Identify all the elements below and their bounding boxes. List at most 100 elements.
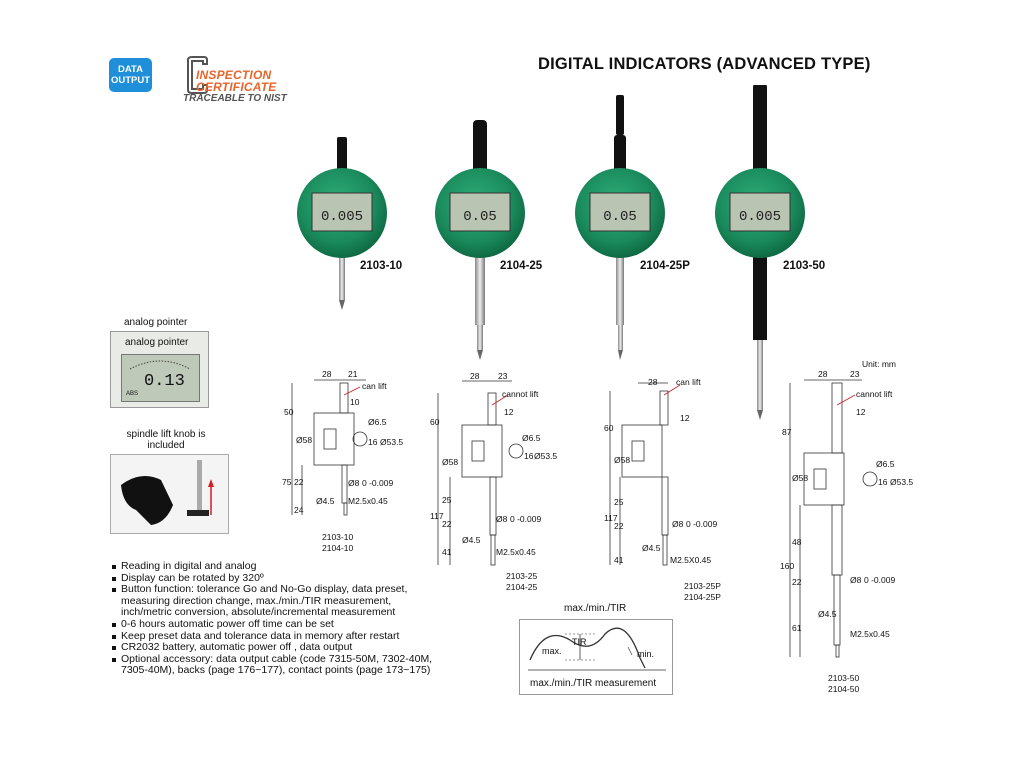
d4-n61: 61: [792, 623, 802, 633]
feature-item-cont: 7305-40M), backs (page 176~177), contact…: [121, 664, 431, 677]
d1-label1: 2103-10: [322, 532, 353, 542]
analog-inset: analog pointer 0.13 ABS: [110, 331, 209, 408]
d3-n60: 60: [604, 423, 614, 433]
d3-top1: 28: [648, 377, 658, 387]
d3-tol: 0 -0.009: [686, 519, 717, 529]
spindle-knob-icon: [121, 460, 214, 525]
tir-title: max./min./TIR: [564, 603, 627, 614]
d3-n8: Ø8: [672, 519, 684, 529]
model-label-2104-25p: 2104-25P: [640, 260, 690, 272]
spindle-caption-line1: spindle lift knob is: [126, 429, 206, 440]
d1-n58: Ø58: [296, 435, 312, 445]
spindle-caption-line2: included: [147, 440, 185, 451]
d2-n117: 117: [430, 511, 444, 521]
analog-caption: analog pointer: [124, 317, 188, 328]
tir-tir-label: TIR: [572, 637, 587, 647]
tir-caption: max./min./TIR measurement: [530, 678, 657, 689]
d1-n24: 24: [294, 505, 304, 515]
d4-top2: 23: [850, 369, 860, 379]
d4-n45: Ø4.5: [818, 609, 837, 619]
analog-abs: ABS: [126, 391, 139, 397]
feature-item: Optional accessory: data output cable (c…: [112, 653, 512, 666]
tir-min-label: min.: [637, 649, 655, 659]
model-label-2103-50: 2103-50: [783, 260, 826, 272]
d4-n16: 16: [878, 477, 888, 487]
d2-n12: 12: [504, 407, 514, 417]
d3-n12: 12: [680, 413, 690, 423]
d3-label2: 2104-25P: [684, 592, 721, 602]
indicator-2104-25p: 0.05: [575, 95, 665, 360]
analog-lcd: 0.13 ABS: [121, 354, 200, 402]
lcd-2104-25: 0.05: [463, 209, 497, 225]
d1-n65: Ø6.5: [368, 417, 387, 427]
d2-label1: 2103-25: [506, 571, 537, 581]
d3-n22: 22: [614, 521, 624, 531]
d1-lift: can lift: [362, 381, 387, 391]
d4-n22: 22: [792, 577, 802, 587]
d4-n65: Ø6.5: [876, 459, 895, 469]
d3-m25: M2.5X0.45: [670, 555, 711, 565]
analog-reading: 0.13: [144, 372, 185, 391]
d4-n160: 160: [780, 561, 794, 571]
tir-box: max. TIR min. max./min./TIR measurement: [519, 619, 673, 695]
cert-line1: INSPECTION: [196, 68, 272, 82]
d1-top1: 28: [322, 369, 332, 379]
feature-item-cont: measuring direction change, max./min./TI…: [121, 594, 392, 607]
d3-lift: can lift: [676, 377, 701, 387]
product-photos: 0.005 0.05 0.05 0.005: [297, 85, 805, 420]
feature-item: Keep preset data and tolerance data in m…: [112, 630, 512, 643]
d3-label1: 2103-25P: [684, 581, 721, 591]
feature-item: Button function: tolerance Go and No-Go …: [112, 584, 512, 596]
indicator-2103-10: 0.005: [297, 137, 387, 310]
technical-drawings: 28 21 can lift 10 50 Ø58 Ø6.5 16 Ø53.5 7…: [282, 359, 913, 694]
lcd-2103-10: 0.005: [321, 209, 363, 225]
d1-n8: Ø8: [348, 478, 360, 488]
d1-n45: Ø4.5: [316, 496, 335, 506]
d2-top1: 28: [470, 371, 480, 381]
d2-top2: 23: [498, 371, 508, 381]
certificate-icon: [187, 56, 208, 94]
d1-tol: 0 -0.009: [362, 478, 393, 488]
d4-n12: 12: [856, 407, 866, 417]
d2-label2: 2104-25: [506, 582, 537, 592]
lcd-2103-50: 0.005: [739, 209, 781, 225]
d4-m25: M2.5x0.45: [850, 629, 890, 639]
data-output-badge: DATA OUTPUT: [109, 58, 152, 92]
d2-n65: Ø6.5: [522, 433, 541, 443]
analog-inner-caption: analog pointer: [125, 337, 189, 348]
tir-max-label: max.: [542, 646, 562, 656]
d2-n22: 22: [442, 519, 452, 529]
spindle-inset: [110, 454, 229, 534]
indicator-2104-25: 0.05: [435, 120, 525, 360]
d2-n25: 25: [442, 495, 452, 505]
feature-item-cont: inch/metric conversion, absolute/increme…: [121, 606, 396, 619]
indicator-2103-50: 0.005: [715, 85, 805, 420]
d1-n10: 10: [350, 397, 360, 407]
d4-n87: 87: [782, 427, 792, 437]
d1-label2: 2104-10: [322, 543, 353, 553]
cert-sub: TRACEABLE TO NIST: [183, 93, 287, 104]
d3-n58: Ø58: [614, 455, 630, 465]
d2-m25: M2.5x0.45: [496, 547, 536, 557]
d4-n58: Ø58: [792, 473, 808, 483]
badge-line1: DATA: [118, 64, 143, 75]
cert-line2: CERTIFICATE: [196, 80, 277, 94]
d1-n22: 22: [294, 477, 304, 487]
feature-list: Reading in digital and analog Display ca…: [112, 560, 512, 677]
page-title: DIGITAL INDICATORS (ADVANCED TYPE): [538, 55, 871, 73]
d4-n535: Ø53.5: [890, 477, 913, 487]
d4-top1: 28: [818, 369, 828, 379]
spindle-caption: spindle lift knob is included: [126, 429, 206, 451]
badge-line2: OUTPUT: [110, 75, 151, 86]
d1-m25: M2.5x0.45: [348, 496, 388, 506]
d2-lift: cannot lift: [502, 389, 539, 399]
d2-n45: Ø4.5: [462, 535, 481, 545]
feature-item: 0-6 hours automatic power off time can b…: [112, 618, 512, 631]
d2-n535: Ø53.5: [534, 451, 557, 461]
lcd-2104-25p: 0.05: [603, 209, 637, 225]
feature-item: Display can be rotated by 320º: [112, 572, 512, 585]
d4-unit: Unit: mm: [862, 359, 896, 369]
d2-n41: 41: [442, 547, 452, 557]
d2-n16: 16: [524, 451, 534, 461]
lift-markers: [343, 384, 856, 406]
